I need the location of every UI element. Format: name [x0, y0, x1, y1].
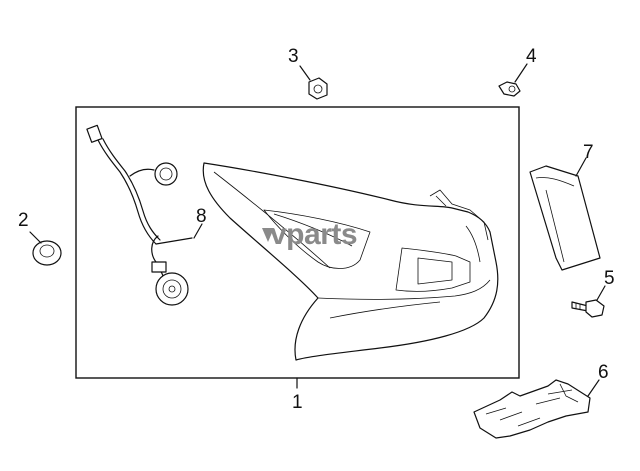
garnish[interactable] — [529, 165, 601, 271]
tail-lamp-lens[interactable] — [202, 162, 499, 361]
callout-3: 3 — [288, 46, 299, 67]
callout-4: 4 — [526, 46, 537, 67]
callout-6: 6 — [598, 362, 609, 383]
watermark-logo-mark — [262, 228, 274, 242]
leader-lines — [29, 63, 606, 397]
callout-2: 2 — [18, 210, 29, 231]
bolt[interactable] — [571, 299, 605, 318]
watermark: vparts — [262, 218, 358, 251]
callout-5: 5 — [604, 268, 615, 289]
clip[interactable] — [498, 81, 521, 97]
callout-8: 8 — [196, 206, 207, 227]
grommet[interactable] — [32, 240, 62, 266]
watermark-text: vparts — [270, 218, 357, 251]
wire-harness[interactable] — [86, 124, 193, 306]
bracket[interactable] — [473, 379, 591, 439]
callout-1: 1 — [292, 392, 303, 413]
callout-7: 7 — [583, 142, 594, 163]
nut[interactable] — [308, 77, 328, 100]
